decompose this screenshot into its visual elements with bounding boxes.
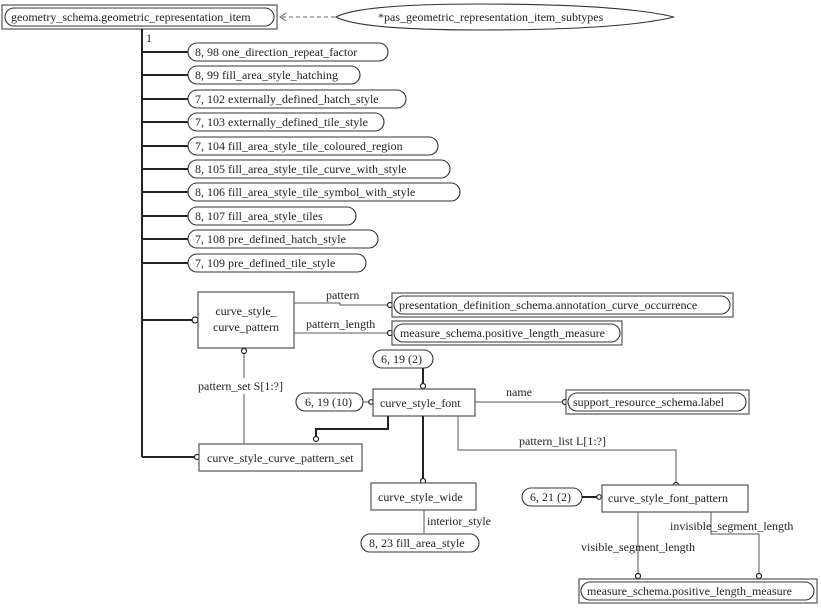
- entity-curve-style-wide[interactable]: curve_style_wide: [370, 482, 477, 511]
- link-circle-icon: [596, 494, 602, 500]
- subtype-ref-label: 7, 103 externally_defined_tile_style: [195, 115, 368, 129]
- attr-pattern-list-line: [457, 416, 677, 483]
- entity-label-line1: curve_style_: [215, 304, 277, 318]
- subtype-ref-label: 8, 107 fill_area_style_tiles: [195, 209, 323, 223]
- subtype-ref-item[interactable]: 7, 108 pre_defined_hatch_style: [187, 229, 379, 249]
- root-entity-label: geometry_schema.geometric_representation…: [11, 10, 251, 24]
- subtype-ref-label: 7, 104 fill_area_style_tile_coloured_reg…: [195, 139, 403, 153]
- type-positive-length-measure-2[interactable]: measure_schema.positive_length_measure: [578, 578, 818, 604]
- subtype-ref-label: 8, 98 one_direction_repeat_factor: [195, 45, 357, 59]
- entity-curve-style-font-pattern[interactable]: curve_style_font_pattern: [601, 484, 749, 513]
- entity-label: curve_style_font_pattern: [608, 491, 728, 505]
- subtype-constraint-label: *pas_geometric_representation_item_subty…: [378, 10, 604, 24]
- type-support-resource-label[interactable]: support_resource_schema.label: [565, 389, 750, 415]
- attr-pattern-list-label: pattern_list L[1:?]: [519, 434, 606, 448]
- type-annotation-curve-occurrence[interactable]: presentation_definition_schema.annotatio…: [391, 292, 734, 318]
- type-label: measure_schema.positive_length_measure: [400, 326, 605, 340]
- type-positive-length-measure[interactable]: measure_schema.positive_length_measure: [391, 320, 623, 346]
- subtype-ref-item[interactable]: 7, 109 pre_defined_tile_style: [187, 253, 367, 273]
- attr-invisible-segment-label: invisible_segment_length: [670, 519, 793, 533]
- attr-pattern-set-label: pattern_set S[1:?]: [198, 379, 283, 393]
- page-ref-6-21-2[interactable]: 6, 21 (2): [521, 487, 583, 507]
- subtype-ref-label: 8, 105 fill_area_style_tile_curve_with_s…: [195, 162, 407, 176]
- subtype-ref-item[interactable]: 8, 98 one_direction_repeat_factor: [187, 42, 389, 62]
- entity-curve-style-curve-pattern[interactable]: curve_style_ curve_pattern: [197, 291, 295, 349]
- entity-curve-style-font[interactable]: curve_style_font: [372, 388, 476, 417]
- arrow-icon: [279, 12, 287, 22]
- page-ref-6-19-2[interactable]: 6, 19 (2): [372, 349, 434, 369]
- attr-pattern-length-label: pattern_length: [306, 317, 375, 331]
- entity-curve-style-curve-pattern-set[interactable]: curve_style_curve_pattern_set: [198, 443, 363, 472]
- link-circle-icon: [191, 316, 199, 324]
- link-circle-icon: [755, 572, 763, 580]
- cardinality-label: 1: [146, 31, 152, 45]
- attr-name-label: name: [506, 385, 532, 399]
- attr-pattern-line: [294, 302, 388, 306]
- page-ref-label: 6, 21 (2): [530, 490, 571, 504]
- page-ref-8-23-fill-area-style[interactable]: 8, 23 fill_area_style: [360, 533, 480, 553]
- subtype-ref-item[interactable]: 7, 103 externally_defined_tile_style: [187, 112, 385, 132]
- attr-interior-style-label: interior_style: [427, 514, 491, 528]
- subtype-ref-label: 7, 109 pre_defined_tile_style: [195, 256, 335, 270]
- entity-label: curve_style_font: [380, 396, 461, 410]
- subtype-ref-label: 7, 108 pre_defined_hatch_style: [195, 232, 346, 246]
- subtype-ref-label: 7, 102 externally_defined_hatch_style: [195, 92, 379, 106]
- subtype-constraint[interactable]: *pas_geometric_representation_item_subty…: [334, 3, 675, 31]
- link-circle-icon: [240, 347, 248, 355]
- link-circle-icon: [634, 572, 642, 580]
- link-circle-icon: [312, 435, 320, 443]
- type-label: support_resource_schema.label: [573, 395, 725, 409]
- subtype-ref-item[interactable]: 7, 102 externally_defined_hatch_style: [187, 89, 407, 109]
- root-entity[interactable]: geometry_schema.geometric_representation…: [1, 4, 278, 30]
- page-ref-label: 6, 19 (2): [381, 352, 422, 366]
- page-ref-label: 6, 19 (10): [305, 395, 352, 409]
- entity-label-line2: curve_pattern: [213, 320, 279, 334]
- attr-pattern-label: pattern: [326, 288, 359, 302]
- subtype-ref-item[interactable]: 8, 107 fill_area_style_tiles: [187, 206, 357, 226]
- subtype-ref-item[interactable]: 8, 106 fill_area_style_tile_symbol_with_…: [187, 182, 461, 202]
- subtype-ref-item[interactable]: 8, 105 fill_area_style_tile_curve_with_s…: [187, 159, 451, 179]
- entity-label: curve_style_curve_pattern_set: [207, 451, 354, 465]
- type-label: presentation_definition_schema.annotatio…: [399, 298, 697, 312]
- attr-invisible-segment-line: [710, 512, 760, 573]
- subtype-link: [315, 416, 389, 436]
- type-label: measure_schema.positive_length_measure: [587, 584, 792, 598]
- subtype-ref-label: 8, 106 fill_area_style_tile_symbol_with_…: [195, 185, 415, 199]
- entity-label: curve_style_wide: [378, 490, 463, 504]
- page-ref-label: 8, 23 fill_area_style: [369, 536, 465, 550]
- attr-visible-segment-label: visible_segment_length: [581, 540, 695, 554]
- subtype-ref-label: 8, 99 fill_area_style_hatching: [195, 68, 338, 82]
- page-ref-6-19-10[interactable]: 6, 19 (10): [295, 392, 364, 412]
- subtype-ref-item[interactable]: 7, 104 fill_area_style_tile_coloured_reg…: [187, 136, 439, 156]
- subtype-ref-item[interactable]: 8, 99 fill_area_style_hatching: [187, 65, 361, 85]
- link-circle-icon: [419, 382, 427, 390]
